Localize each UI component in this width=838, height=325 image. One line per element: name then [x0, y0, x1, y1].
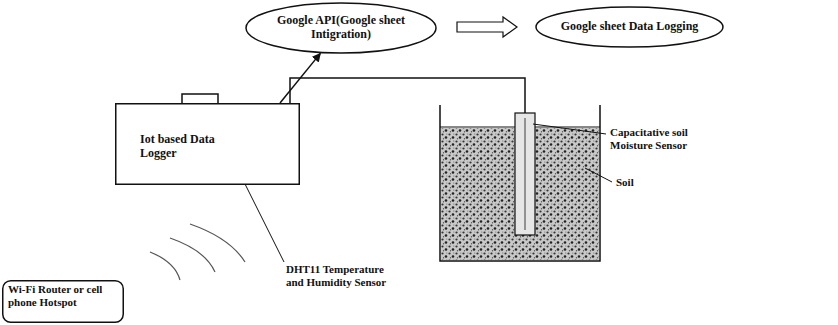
node-text: Iot based Data Logger	[140, 133, 230, 161]
wifi-router-box: Wi-Fi Router or cell phone Hotspot	[2, 280, 124, 323]
sensor-wire	[290, 78, 525, 113]
block-arrow	[457, 17, 517, 37]
sensor-label: Capacitative soil Moisture Sensor	[610, 126, 715, 151]
node-text: Google sheet Data Logging	[561, 20, 699, 34]
cloud-service-ellipse: Google API(Google sheet Intigration)	[245, 2, 437, 54]
node-text: Google API(Google sheet Intigration)	[271, 14, 411, 42]
sensor-label: DHT11 Temperature and Humidity Sensor	[286, 263, 396, 288]
data-logger-box: Iot based Data Logger	[115, 103, 300, 185]
wifi-wave	[190, 224, 245, 262]
soil-label: Soil	[616, 176, 676, 189]
moisture-probe	[515, 113, 535, 235]
leader-line	[533, 124, 606, 134]
wifi-wave	[150, 252, 180, 280]
leader-line	[585, 168, 612, 182]
dht11-sensor	[182, 94, 218, 104]
node-text: Wi-Fi Router or cell phone Hotspot	[8, 283, 118, 308]
arrow-connector	[280, 53, 320, 103]
data-log-ellipse: Google sheet Data Logging	[535, 6, 724, 48]
soil-container	[440, 105, 600, 261]
wifi-wave	[170, 238, 215, 272]
probe-strip	[525, 118, 526, 230]
